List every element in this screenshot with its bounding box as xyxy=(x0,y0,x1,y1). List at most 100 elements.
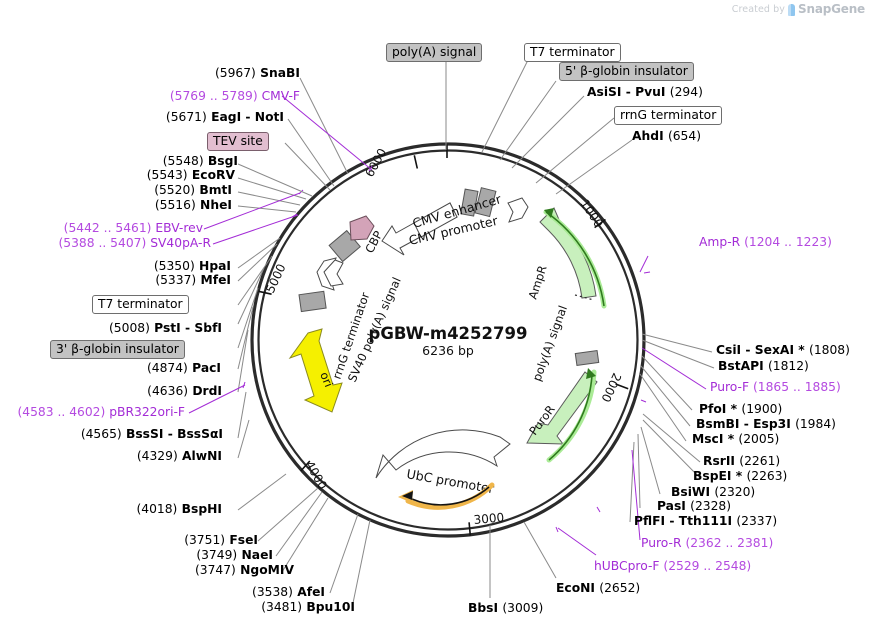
primer-position: (5442 .. 5461) xyxy=(63,221,152,235)
feature-cmv-small-arrow xyxy=(507,197,529,223)
enzyme-position: (2263) xyxy=(746,469,788,483)
label-bsgi[interactable]: (5548) BsgI xyxy=(0,155,238,167)
enzyme-position: (3009) xyxy=(502,601,544,615)
enzyme-position: (5548) xyxy=(162,154,204,168)
leader-lines xyxy=(188,58,715,609)
label-fsei[interactable]: (3751) FseI xyxy=(0,534,258,546)
label-tev-site[interactable]: TEV site xyxy=(207,132,269,152)
label-t7-terminator-top[interactable]: T7 terminator xyxy=(524,43,621,63)
label-asisi-pvui[interactable]: AsiSI - PvuI (294) xyxy=(587,86,703,98)
label-bsiwi[interactable]: BsiWI (2320) xyxy=(671,486,755,498)
label-pflfi-tth111i[interactable]: PflFI - Tth111I (2337) xyxy=(634,515,777,527)
enzyme-position: (4329) xyxy=(136,449,178,463)
label-text: rrnG terminator xyxy=(620,108,717,122)
enzyme-name: NheI xyxy=(200,198,232,212)
plasmid-name: pGBW-m4252799 xyxy=(368,324,528,343)
primer-position: (2529 .. 2548) xyxy=(663,559,752,573)
label-psti-sbfi[interactable]: (5008) PstI - SbfI xyxy=(0,322,222,334)
label-polya-signal-top[interactable]: poly(A) signal xyxy=(386,43,483,63)
label-msci[interactable]: MscI * (2005) xyxy=(692,433,779,445)
enzyme-position: (5350) xyxy=(153,259,195,273)
enzyme-name: EagI - NotI xyxy=(211,110,284,124)
label-bsphi[interactable]: (4018) BspHI xyxy=(0,503,222,515)
enzyme-position: (2337) xyxy=(736,514,778,528)
label-rsrii[interactable]: RsrII (2261) xyxy=(703,455,780,467)
label-mfei[interactable]: (5337) MfeI xyxy=(0,274,231,286)
label-ahdi[interactable]: AhdI (654) xyxy=(632,130,701,142)
enzyme-position: (4018) xyxy=(136,502,178,516)
label-text: poly(A) signal xyxy=(392,45,477,59)
label-puro-f[interactable]: Puro-F (1865 .. 1885) xyxy=(710,381,841,393)
label-hubcpro-f[interactable]: hUBCpro-F (2529 .. 2548) xyxy=(594,560,751,572)
label-bstapi[interactable]: BstAPI (1812) xyxy=(718,360,809,372)
enzyme-position: (5671) xyxy=(165,110,207,124)
label-bpu10i[interactable]: (3481) Bpu10I xyxy=(0,601,355,613)
primer-position: (1865 .. 1885) xyxy=(752,380,841,394)
ring-feature-markers xyxy=(298,187,600,367)
label-ebv-rev[interactable]: (5442 .. 5461) EBV-rev xyxy=(0,222,203,234)
label-bsssi-bsssai[interactable]: (4565) BssSI - BssSαI xyxy=(0,428,223,440)
enzyme-position: (1808) xyxy=(809,343,850,357)
label-text: 3' β-globin insulator xyxy=(56,342,179,356)
enzyme-position: (1900) xyxy=(741,402,783,416)
enzyme-position: (4636) xyxy=(147,384,189,398)
enzyme-name: EcoRV xyxy=(191,168,235,182)
enzyme-position: (3747) xyxy=(194,563,236,577)
ruler-ticks: 6000 1000 2000 3000 4000 5000 xyxy=(258,144,629,536)
enzyme-name: BspEI * xyxy=(693,469,743,483)
label-eagi-noti[interactable]: (5671) EagI - NotI xyxy=(0,111,284,123)
primer-name: Amp-R xyxy=(699,235,741,249)
label-t7-terminator-left[interactable]: T7 terminator xyxy=(92,295,189,315)
label-beta-globin-3[interactable]: 3' β-globin insulator xyxy=(50,340,185,360)
enzyme-position: (2652) xyxy=(599,581,641,595)
label-cmv-f[interactable]: (5769 .. 5789) CMV-F xyxy=(0,90,300,102)
label-pasi[interactable]: PasI (2328) xyxy=(657,500,731,512)
label-sv40pa-r[interactable]: (5388 .. 5407) SV40pA-R xyxy=(0,237,211,249)
label-bmti[interactable]: (5520) BmtI xyxy=(0,184,232,196)
label-drdi[interactable]: (4636) DrdI xyxy=(0,385,222,397)
label-alwni[interactable]: (4329) AlwNI xyxy=(0,450,222,462)
enzyme-name: Bpu10I xyxy=(306,600,355,614)
enzyme-name: BsmBI - Esp3I xyxy=(696,417,791,431)
enzyme-name: AfeI xyxy=(297,585,325,599)
enzyme-position: (4874) xyxy=(146,361,188,375)
label-pbr322ori-f[interactable]: (4583 .. 4602) pBR322ori-F xyxy=(0,406,185,418)
label-ngomiv[interactable]: (3747) NgoMIV xyxy=(0,564,294,576)
label-puro-r[interactable]: Puro-R (2362 .. 2381) xyxy=(641,537,773,549)
enzyme-position: (3749) xyxy=(196,548,238,562)
label-econi[interactable]: EcoNI (2652) xyxy=(556,582,640,594)
label-bsmbi-esp3i[interactable]: BsmBI - Esp3I (1984) xyxy=(696,418,836,430)
label-csii-sexai[interactable]: CsiI - SexAI * (1808) xyxy=(716,344,850,356)
label-nhei[interactable]: (5516) NheI xyxy=(0,199,232,211)
enzyme-name: DrdI xyxy=(192,384,222,398)
enzyme-name: AlwNI xyxy=(182,449,222,463)
enzyme-position: (5543) xyxy=(146,168,188,182)
label-rrng-terminator-top[interactable]: rrnG terminator xyxy=(614,106,723,126)
enzyme-name: NgoMIV xyxy=(240,563,294,577)
feature-orange-arc xyxy=(398,482,495,510)
label-paci[interactable]: (4874) PacI xyxy=(0,362,221,374)
enzyme-name: CsiI - SexAI * xyxy=(716,343,805,357)
label-hpai[interactable]: (5350) HpaI xyxy=(0,260,231,272)
enzyme-position: (3481) xyxy=(261,600,303,614)
label-ecorv[interactable]: (5543) EcoRV xyxy=(0,169,235,181)
label-afei[interactable]: (3538) AfeI xyxy=(0,586,325,598)
enzyme-position: (294) xyxy=(669,85,703,99)
plasmid-size: 6236 bp xyxy=(422,343,474,358)
primer-position: (2362 .. 2381) xyxy=(685,536,774,550)
feature-ori xyxy=(288,328,343,413)
label-snabi[interactable]: (5967) SnaBI xyxy=(0,67,300,79)
label-pfoi[interactable]: PfoI * (1900) xyxy=(699,403,782,415)
label-bspei[interactable]: BspEI * (2263) xyxy=(693,470,787,482)
label-amp-r[interactable]: Amp-R (1204 .. 1223) xyxy=(699,236,832,248)
label-bbsi[interactable]: BbsI (3009) xyxy=(468,602,543,614)
enzyme-name: NaeI xyxy=(241,548,273,562)
label-naei[interactable]: (3749) NaeI xyxy=(0,549,273,561)
plasmid-backbone xyxy=(250,142,646,538)
enzyme-position: (1812) xyxy=(767,359,809,373)
enzyme-position: (5967) xyxy=(214,66,256,80)
tick-label-1000: 1000 xyxy=(577,197,605,230)
enzyme-position: (5008) xyxy=(109,321,150,335)
label-beta-globin-5[interactable]: 5' β-globin insulator xyxy=(559,62,694,82)
